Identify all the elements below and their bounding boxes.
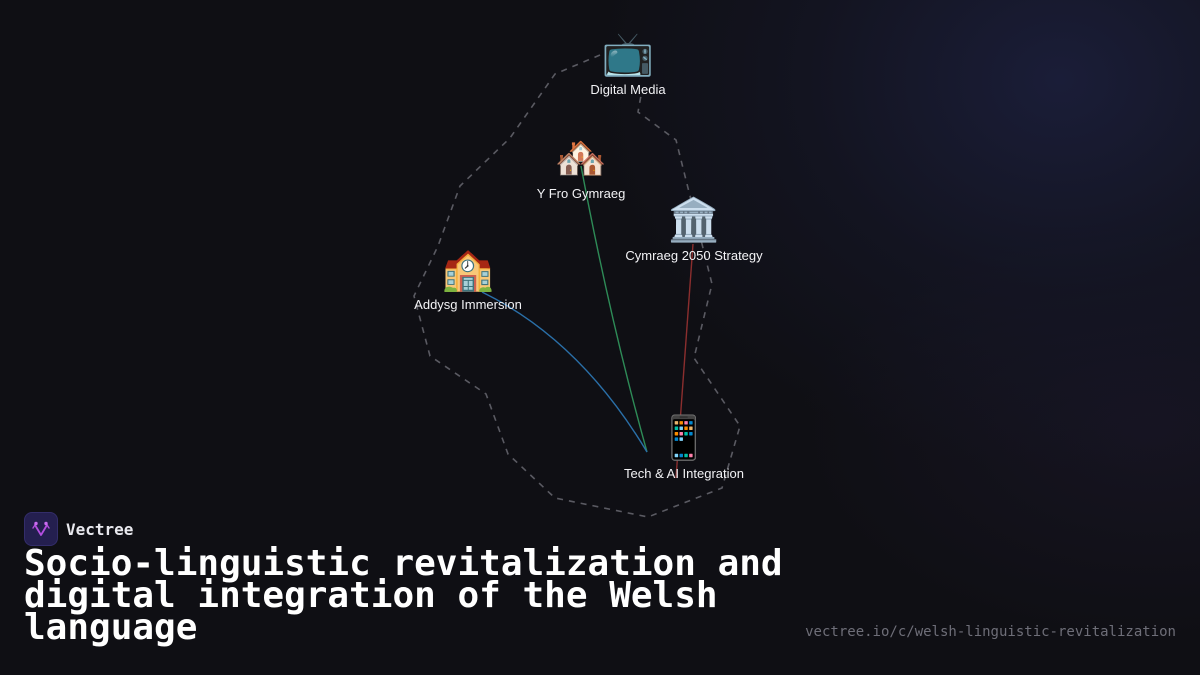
page-title: Socio-linguistic revitalization and digi… [24,543,783,648]
vectree-fork-icon [32,521,50,536]
node-label: Addysg Immersion [414,297,522,312]
classical-building-icon: 🏛️ [667,195,721,244]
node-digital-media[interactable]: 📺 Digital Media [590,29,666,98]
brand-name: Vectree [66,519,134,539]
mobile-phone-icon: 📱 [657,413,711,462]
node-label: Y Fro Gymraeg [536,186,626,201]
node-label: Tech & AI Integration [624,466,744,481]
cluster-hull [413,54,741,518]
vectree-logo[interactable] [24,512,58,546]
page-url[interactable]: vectree.io/c/welsh-linguistic-revitaliza… [805,624,1176,640]
node-label: Cymraeg 2050 Strategy [625,248,763,263]
school-icon: 🏫 [441,244,495,293]
node-cymraeg-2050[interactable]: 🏛️ Cymraeg 2050 Strategy [625,195,763,264]
node-y-fro-gymraeg[interactable]: 🏘️ Y Fro Gymraeg [536,133,626,202]
houses-icon: 🏘️ [554,133,608,182]
node-addysg-immersion[interactable]: 🏫 Addysg Immersion [414,244,522,313]
edge-addysg-tech [481,291,648,453]
node-label: Digital Media [590,82,666,97]
edge-yfro-tech [580,165,648,453]
television-icon: 📺 [601,29,655,78]
edge-cymraeg-tech [675,243,694,479]
brand: Vectree [24,512,133,546]
node-tech-ai[interactable]: 📱 Tech & AI Integration [624,413,744,482]
